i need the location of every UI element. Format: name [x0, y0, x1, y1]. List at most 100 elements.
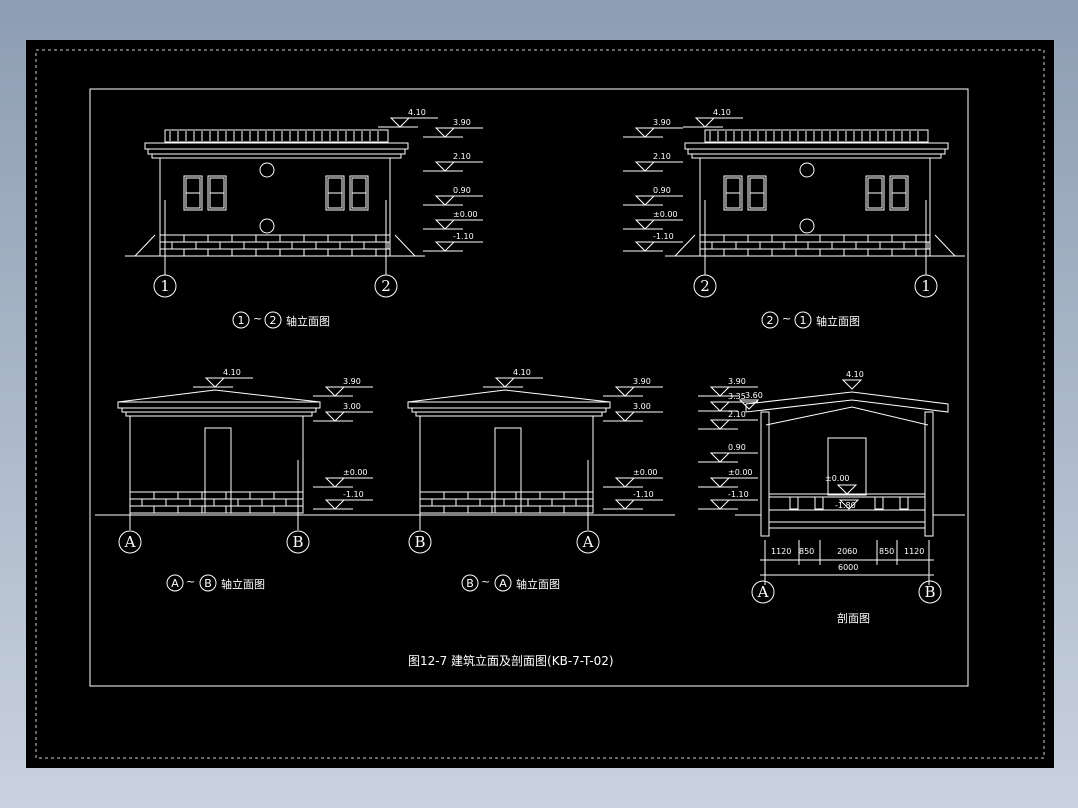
caption-axis-a: B [466, 577, 474, 590]
caption-text: 轴立面图 [286, 314, 330, 328]
elevation-label: 3.90 [633, 377, 651, 386]
caption-section: 剖面图 [837, 611, 870, 625]
elevation-label: ±0.00 [728, 468, 753, 477]
axis-bubble [153, 274, 177, 298]
caption-axis-b: B [204, 577, 212, 590]
drawing-frame [89, 88, 969, 687]
tilde: ~ [782, 312, 791, 325]
caption-axis-b: 2 [270, 314, 277, 327]
caption-axis-a: 2 [767, 314, 774, 327]
axis-label: A [124, 533, 136, 551]
elevation-label: ±0.00 [653, 210, 678, 219]
interior-door [827, 437, 867, 496]
window [865, 175, 885, 211]
vent-icon [259, 162, 275, 178]
elevation-label: 3.00 [633, 402, 651, 411]
caption-axis-a: 1 [238, 314, 245, 327]
elevation-label: 4.10 [223, 368, 241, 377]
embankment [394, 234, 416, 257]
elevation-triangle [841, 379, 863, 390]
floor-beam [789, 496, 799, 510]
elevation-label: -1.10 [633, 490, 654, 499]
elevation-label: 3.00 [343, 402, 361, 411]
dim-2: 850 [799, 547, 814, 556]
elevation-label: 2.10 [653, 152, 671, 161]
axis-label: 2 [381, 277, 391, 295]
axis-label: B [414, 533, 425, 551]
axis-bubble [751, 580, 775, 604]
elevation-label: -1.10 [453, 232, 474, 241]
wall-right [924, 411, 934, 537]
caption-elev-B-A: B ~ A 轴立面图 [461, 574, 560, 592]
caption-elev-A-B: A ~ B 轴立面图 [166, 574, 265, 592]
cornice-band [691, 153, 942, 159]
axis-label: A [582, 533, 594, 551]
elevation-label: 4.10 [713, 108, 731, 117]
elevation-label: ±0.00 [633, 468, 658, 477]
axis-bubble [408, 530, 432, 554]
window [325, 175, 345, 211]
dim-1: 1120 [771, 547, 791, 556]
elevation-label: ±0.00 [453, 210, 478, 219]
elevation-label: -1.10 [653, 232, 674, 241]
floor-beam [814, 496, 824, 510]
section-eave-level: 3.60 [745, 391, 763, 400]
axis-bubble [576, 530, 600, 554]
elevation-label: 3.90 [728, 377, 746, 386]
tilde: ~ [481, 575, 490, 588]
roof-slope [117, 389, 321, 403]
axis-label: 1 [921, 277, 931, 295]
caption-axis-a: A [171, 577, 179, 590]
embankment [134, 234, 156, 257]
section-pit-level: -1.80 [835, 501, 856, 510]
axis-label: 1 [160, 277, 170, 295]
dim-total: 6000 [838, 563, 858, 572]
axis-bubble [918, 580, 942, 604]
roof-slope [407, 389, 611, 403]
vent-icon [259, 218, 275, 234]
section-ridge-level: 4.10 [846, 370, 864, 379]
parapet-balustrade [164, 129, 389, 143]
dim-4: 850 [879, 547, 894, 556]
axis-bubble [118, 530, 142, 554]
dim-3: 2060 [837, 547, 857, 556]
axis-bubble [914, 274, 938, 298]
floor-beam [899, 496, 909, 510]
elevation-label: -1.10 [728, 490, 749, 499]
axis-bubble [286, 530, 310, 554]
elevation-label: 2.10 [453, 152, 471, 161]
caption-elev-1-2: 1 ~ 2 轴立面图 [232, 311, 330, 329]
tilde: ~ [253, 312, 262, 325]
elevation-label: 4.10 [408, 108, 426, 117]
vent-icon [799, 162, 815, 178]
paper-border [35, 49, 1045, 759]
sheet-title: 图12-7 建筑立面及剖面图(KB-7-T-02) [408, 653, 614, 668]
embankment [934, 234, 956, 257]
window [723, 175, 743, 211]
elevation-label: 0.90 [653, 186, 671, 195]
caption-elev-2-1: 2 ~ 1 轴立面图 [761, 311, 860, 329]
dim-5: 1120 [904, 547, 924, 556]
elevation-label: -1.10 [343, 490, 364, 499]
axis-label: B [292, 533, 303, 551]
axis-bubble [693, 274, 717, 298]
caption-text: 轴立面图 [221, 577, 265, 591]
tilde: ~ [186, 575, 195, 588]
ceiling-line [765, 406, 929, 426]
steps [204, 491, 232, 514]
elevation-label: 2.10 [728, 410, 746, 419]
foundation-layer [768, 521, 926, 529]
floor-beam [874, 496, 884, 510]
window [889, 175, 909, 211]
eave-band [415, 411, 603, 417]
elevation-label: 3.90 [343, 377, 361, 386]
cornice-band [151, 153, 402, 159]
section-floor-level: ±0.00 [825, 474, 850, 483]
axis-label: 2 [700, 277, 710, 295]
